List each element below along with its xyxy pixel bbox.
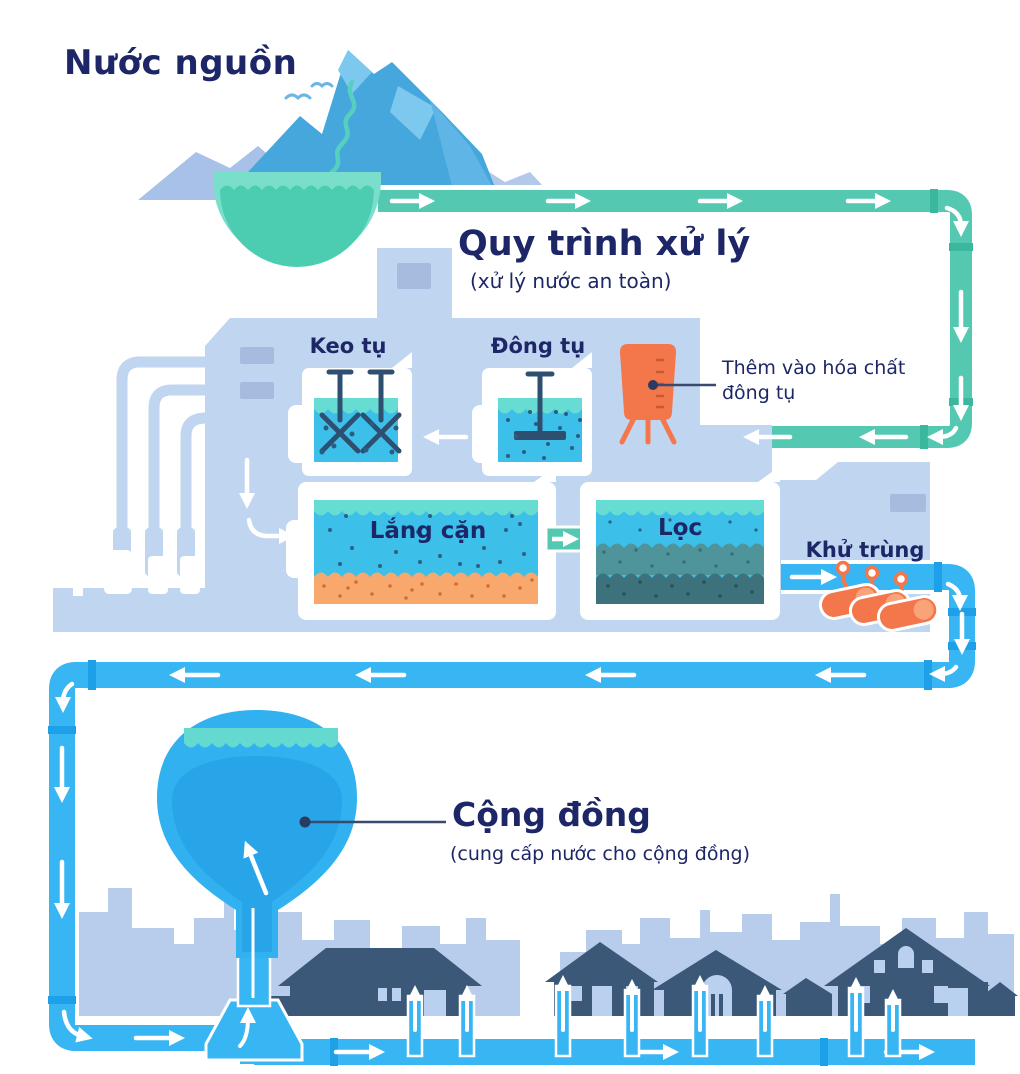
water-tower [157, 710, 357, 1062]
callout-line-community [299, 816, 446, 828]
callout-line-chemical [648, 380, 716, 390]
flocculation-tank [472, 352, 592, 476]
plant-window [240, 382, 274, 399]
bird-icon [284, 93, 312, 101]
sedimentation-tank [286, 466, 556, 620]
teal-pipe-arrows [239, 193, 969, 544]
chemical-annotation-line1: Thêm vào hóa chất [722, 357, 906, 379]
particles [506, 410, 582, 460]
paddle-mixer [525, 371, 555, 435]
particles [319, 421, 399, 455]
sediment-layer [314, 572, 538, 604]
chemical-annotation-line2: đông tụ [722, 381, 796, 404]
stage-label-flocculation: Đông tụ [490, 334, 586, 358]
particles [328, 514, 526, 568]
stage-label-filtration: Lọc [657, 515, 703, 541]
stage-label-sedimentation: Lắng cặn [369, 518, 487, 544]
mixer-blades [319, 369, 402, 454]
chemical-annotation: Thêm vào hóa chất đông tụ [722, 356, 905, 405]
coagulation-tank [288, 352, 412, 476]
sediment-particles [322, 578, 534, 600]
house-branch-pipes [406, 975, 902, 1058]
source-title: Nước nguồn [64, 43, 298, 83]
chlorine-cylinders [818, 560, 940, 632]
stage-label-disinfection: Khử trùng [805, 538, 925, 562]
filter-media-layer [596, 543, 764, 575]
pump-assembly [73, 356, 207, 596]
community-subtitle: (cung cấp nước cho cộng đồng) [450, 843, 750, 865]
water-wave-band [184, 728, 338, 748]
river-line [323, 79, 357, 189]
particles [608, 518, 758, 534]
bird-icon [310, 82, 334, 89]
source-basin [213, 172, 381, 267]
plant-window [240, 347, 274, 364]
process-title: Quy trình xử lý [458, 224, 751, 264]
stage-label-coagulation: Keo tụ [309, 334, 387, 358]
plant-window [890, 494, 926, 512]
process-subtitle: (xử lý nước an toàn) [470, 269, 672, 293]
filtration-tank [580, 466, 780, 620]
plant-window [397, 263, 431, 289]
community-title: Cộng đồng [452, 795, 651, 834]
chemical-tank [619, 344, 677, 445]
filter-gravel-layer [596, 573, 764, 604]
blue-pipe-arrows [54, 569, 970, 1060]
